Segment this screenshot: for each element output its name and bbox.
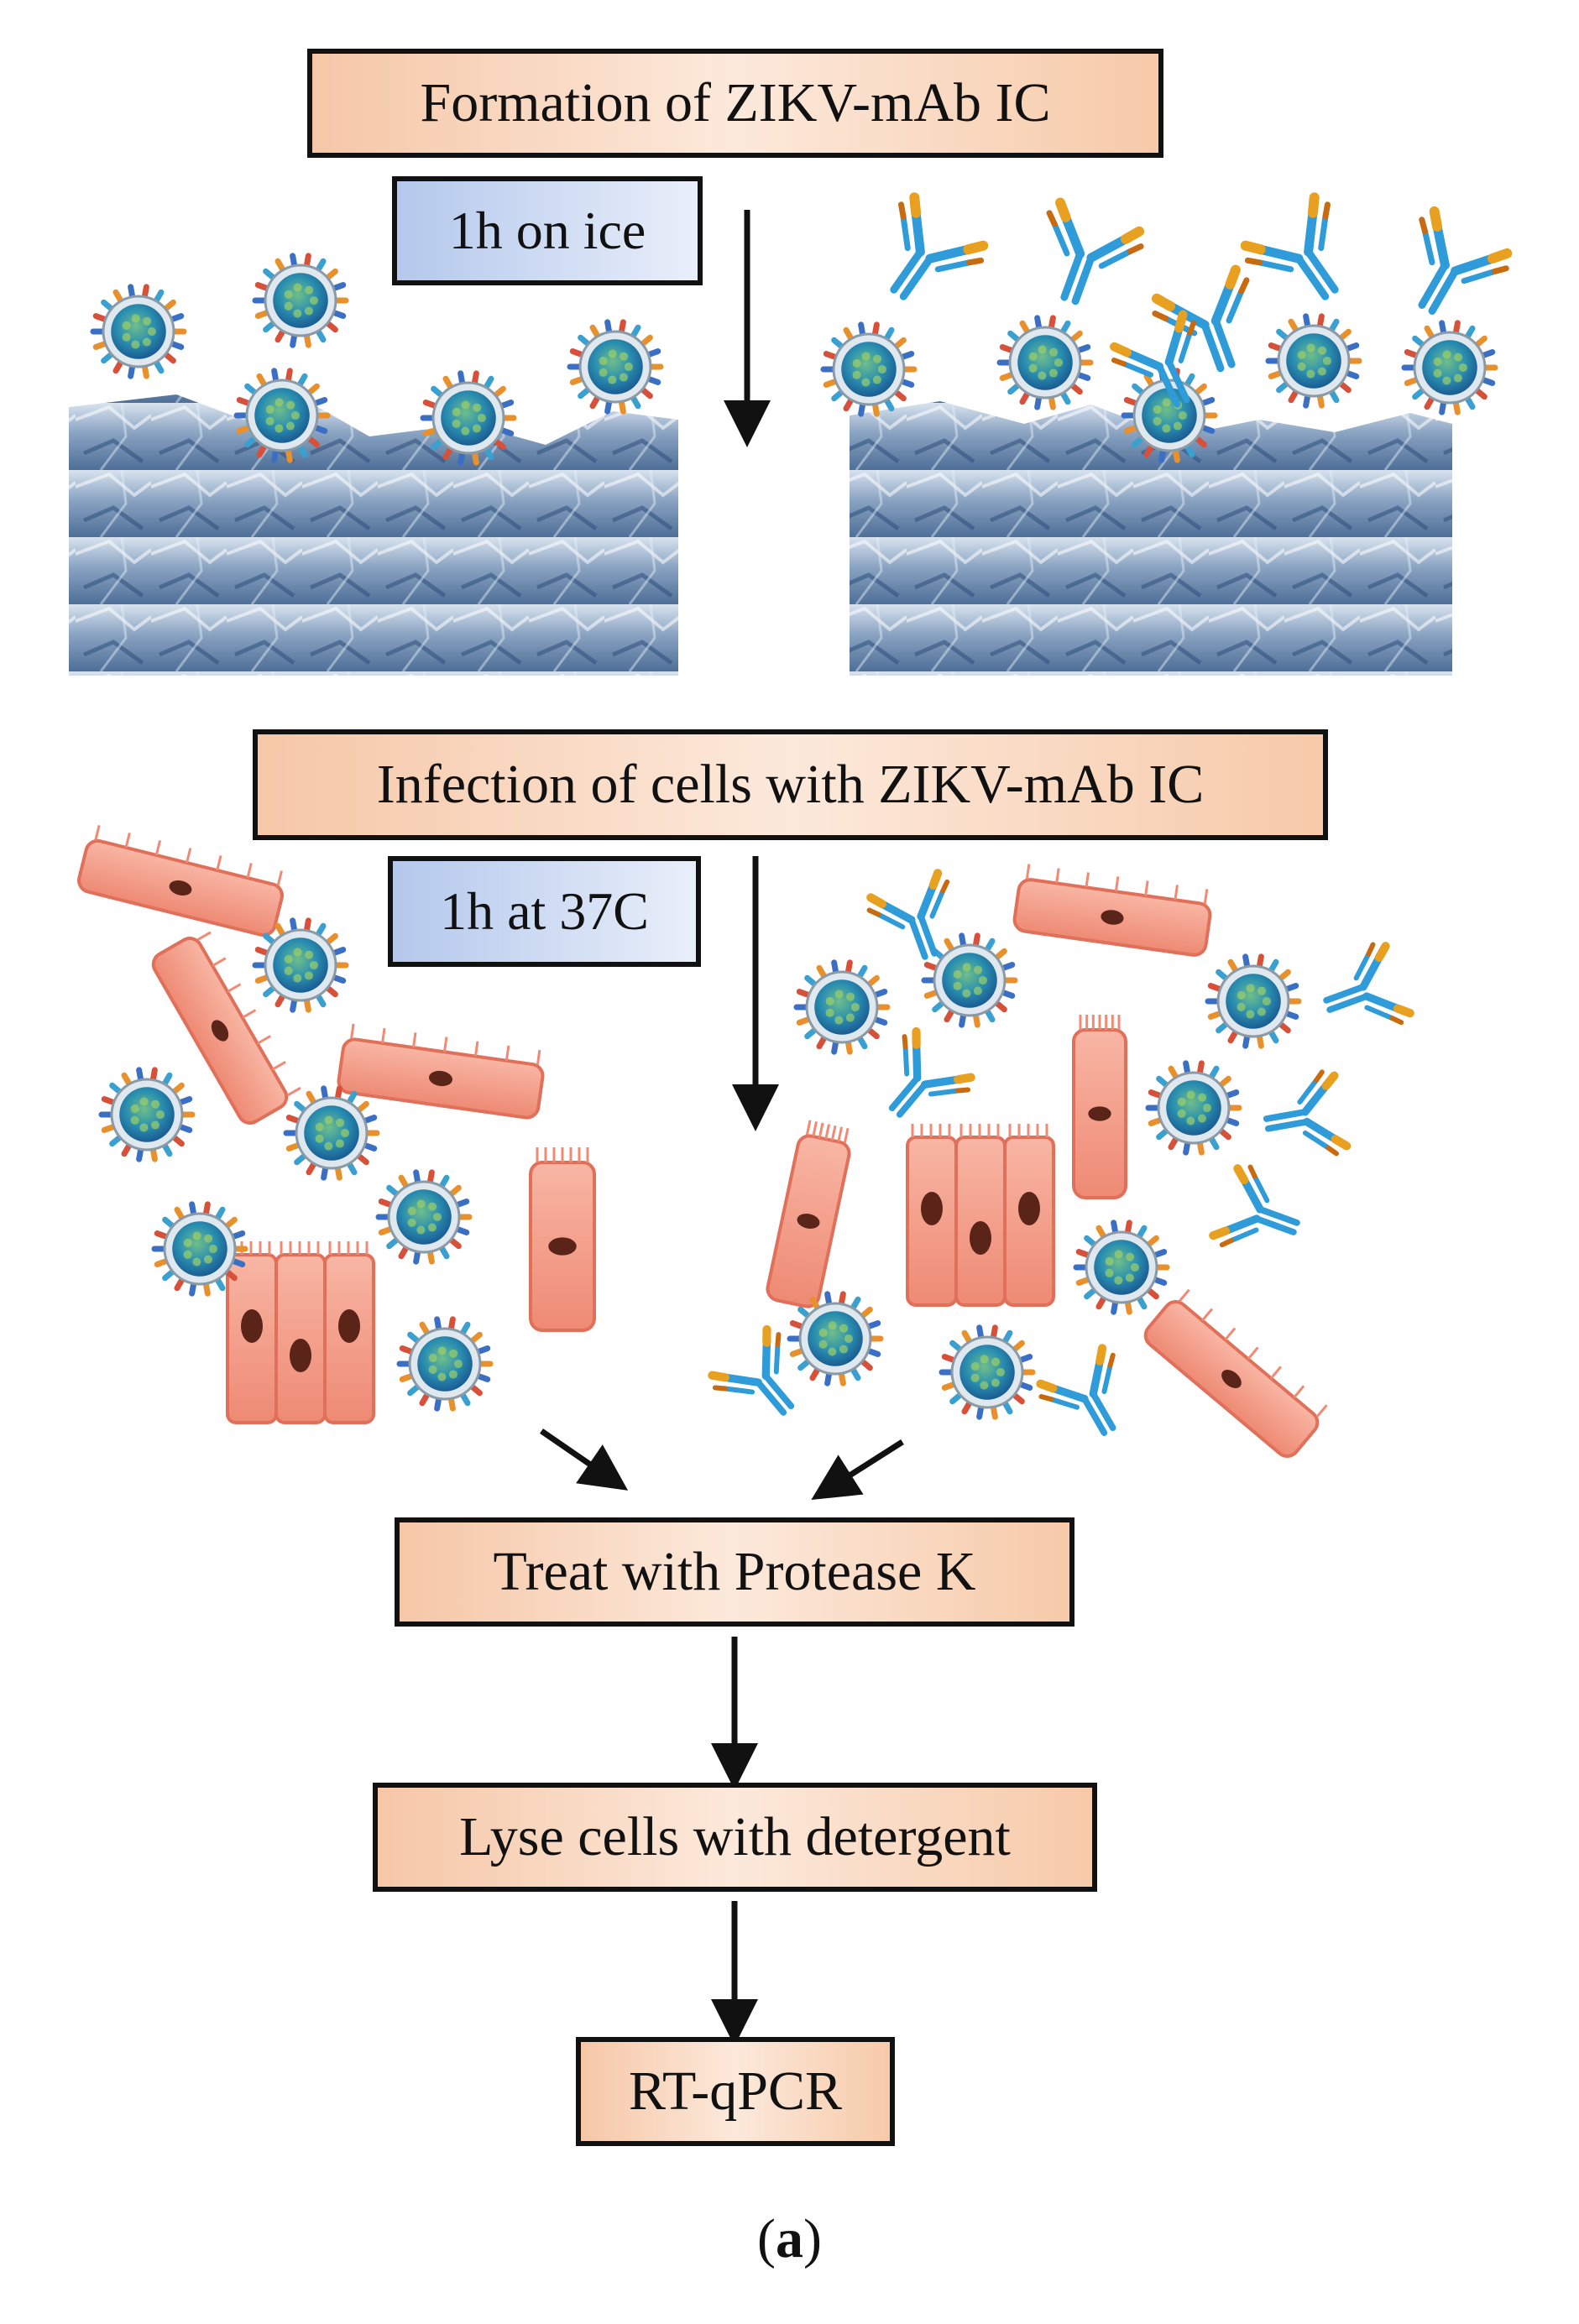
panel-caption: (a) [757,2208,822,2269]
zikv-virion-icon [252,253,349,348]
zikv-virion-icon [793,959,891,1055]
step-protease-box: Treat with Protease K [395,1517,1074,1627]
zikv-virion-icon [151,1201,248,1297]
zikv-virion-icon [233,368,331,463]
epithelial-cell-icon [1072,1015,1127,1199]
antibody-icon [1240,192,1339,300]
zikv-virion-icon [252,917,349,1013]
ice-bed-left [69,394,678,676]
antibody-icon [1046,197,1145,306]
zikv-virion-icon [820,321,918,417]
zikv-virion-icon [420,370,517,466]
antibody-icon [1418,206,1513,315]
zikv-virion-icon [283,1085,380,1181]
step-infection-box: Infection of cells with ZIKV-mAb IC [253,729,1328,840]
step-rtqpcr-box: RT-qPCR [576,2037,895,2146]
zikv-virion-icon [1073,1219,1170,1315]
antibody-icon [1263,1069,1352,1157]
antibody-icon [1036,1344,1116,1436]
antibody-icon [1110,310,1196,408]
epithelial-cell-icon [151,931,301,1125]
step-lyse-box: Lyse cells with detergent [373,1783,1097,1892]
antibody-icon [888,1026,975,1118]
zikv-virion-icon [98,1067,196,1162]
cell-cluster-icon [906,1124,1055,1307]
arrow-left-to-protease [540,1428,629,1491]
antibody-icon [866,869,950,960]
zikv-virion-icon [939,1324,1036,1420]
zikv-virion-icon [1401,320,1498,415]
zikv-virion-icon [90,284,187,379]
step-ice-time-box: 1h on ice [392,176,703,285]
zikv-virion-icon [1265,313,1362,409]
zikv-virion-icon [1121,368,1218,463]
epithelial-cell-icon [77,824,284,937]
step-incubation-box: 1h at 37C [388,856,701,967]
zikv-virion-icon [1145,1060,1242,1156]
epithelial-cell-icon [529,1147,596,1332]
ice-bed-right [850,401,1452,676]
antibody-icon [890,192,989,300]
epithelial-cell-icon [337,1023,545,1120]
antibody-icon [1323,942,1414,1026]
zikv-virion-icon [1205,953,1302,1049]
antibody-icon [1209,1164,1300,1248]
zikv-virion-icon [996,315,1094,410]
epithelial-cell-icon [766,1120,851,1308]
epithelial-cell-icon [1012,864,1212,957]
step-formation-box: Formation of ZIKV-mAb IC [307,49,1163,158]
zikv-virion-icon [375,1169,473,1265]
zikv-virion-icon [921,932,1018,1028]
arrow-right-to-protease [811,1439,904,1501]
zikv-virion-icon [567,319,664,415]
epithelial-cell-icon [1143,1288,1328,1458]
zikv-virion-icon [787,1291,884,1387]
antibody-icon [708,1324,795,1416]
zikv-virion-icon [396,1316,494,1412]
cell-cluster-icon [226,1241,375,1424]
